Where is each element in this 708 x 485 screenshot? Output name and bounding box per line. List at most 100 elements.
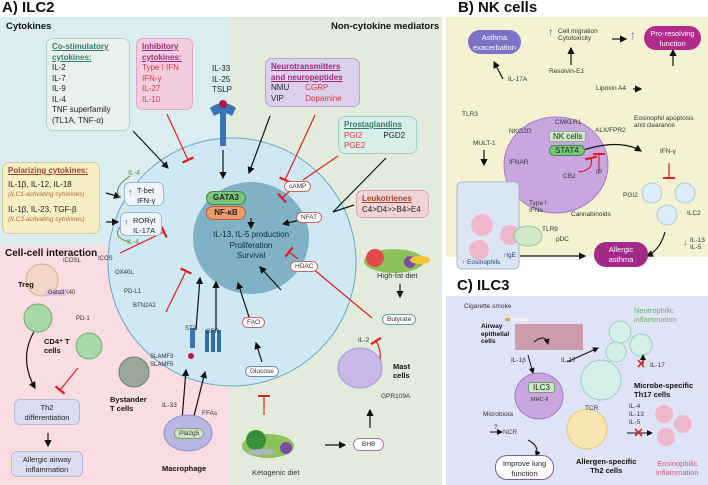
up-arrow-icon: ↑ (124, 217, 129, 227)
ox40l-label: OX40L (115, 270, 134, 276)
neuro-heading: Neurotransmitters (271, 62, 341, 71)
pro-resolving-node: Pro-resolving function (644, 26, 701, 50)
neuro-inhibiting: CGRP (305, 83, 329, 92)
eosinophilic-2: inflammation (656, 468, 699, 477)
pg-activating: PGD2 (383, 130, 406, 140)
mast-cells-label: Mast cells (393, 362, 423, 380)
hdac-node: HDAC (290, 261, 319, 272)
allergic-asthma-1: Allergic (608, 245, 634, 254)
il17a-label: IL-17A (133, 226, 156, 235)
down-arrow-icon: ↓ (683, 237, 688, 247)
leuko-arrow (332, 204, 355, 213)
fao-arrow (236, 281, 251, 321)
nfkb-badge: NF-κB (206, 206, 246, 220)
neuro-arrow (247, 115, 271, 175)
polarizing-heading: Polarizing cytokines: (8, 166, 89, 175)
th2-diff-2: differentiation (24, 413, 70, 422)
th2-cyto-3: IL-5 (629, 419, 641, 426)
microbe-th17-2: Th17 cells (634, 390, 671, 399)
il33-label: IL-33 (162, 402, 177, 409)
macrophage-label: Macrophage (162, 464, 207, 473)
high-fat-food-icon (364, 249, 430, 273)
cigarette-icon (505, 318, 528, 321)
gata3-small-label: Gata3 (45, 290, 68, 296)
eos-apoptosis-label: Eosinophil apoptosis and clearance (634, 115, 694, 129)
cell-migration-label: ↑ Cell migration Cytotoxicity (548, 27, 598, 42)
allergic-asthma-node: Allergic asthma (594, 242, 648, 267)
mast-cell (337, 347, 383, 389)
cd4-t-cell (23, 303, 53, 333)
pla2g5-label: Pla2g5 (174, 428, 205, 439)
microbe-th17-label: Microbe-specific Th17 cells (634, 381, 693, 399)
costim-item: IL-4 (52, 94, 66, 104)
noncytokine-label: Non-cytokine mediators (331, 21, 440, 32)
allergic-airway-box: Allergic airway inflammation (11, 451, 83, 477)
type1-ifns-2: IFNs (529, 207, 543, 214)
pg-inhibiting: PGI2 (344, 130, 363, 140)
il17-label: IL-17 (561, 357, 576, 364)
panel-a-title: A) ILC2 (2, 0, 55, 16)
alx-label: ALX/FPR2 (595, 127, 626, 134)
airway-3: cells (481, 338, 496, 345)
rorgt-box: ↑ RORγt IL-17A (120, 212, 162, 236)
ige-label: ↑IgE (503, 252, 517, 259)
alarmin-item: IL-33 (212, 64, 231, 73)
il4-bottom-label: IL-4 (127, 239, 140, 246)
pgd2-arrow (332, 157, 387, 213)
eosinophilic-1: Eosinophilic (657, 459, 698, 468)
allergic-airway-1: Allergic airway (22, 455, 72, 464)
treg-label: Treg (18, 280, 34, 289)
pdc-cell (513, 225, 543, 247)
cd4-th2-inhibit (54, 367, 79, 395)
butyrate-hdac-line (311, 267, 373, 319)
type1-ifns-1: Type I (529, 200, 547, 207)
polarizing-group2-note: (ILC3-activating cytokines) (8, 216, 85, 223)
ox40-label: OX40 (60, 290, 76, 296)
cd4-t-cell-2 (75, 332, 103, 360)
costim-cytokines-box: Co-stimulatory cytokines: IL-2 IL-7 IL-9… (46, 38, 130, 131)
cigarette-label: Cigarette smoke (464, 303, 512, 310)
ilc2-nk-label: ILC2 (687, 210, 701, 217)
il4-bottom-hook (117, 226, 131, 243)
cd4-label-2: cells (44, 346, 61, 355)
il1b-label: IL-1β (511, 357, 526, 364)
inhib-item: IL-10 (142, 94, 161, 104)
cmklr1-label: CMKLR1 (555, 119, 582, 126)
slamf3-label: SLAMF3 (150, 354, 174, 360)
neutrophilic-label: Neutrophilic inflammation (634, 306, 677, 324)
ffas-label: FFAs (202, 410, 218, 417)
microbiota-label: Microbiota (483, 411, 513, 418)
glucose-fao-arrow (254, 341, 263, 363)
pdc-label: pDC (556, 236, 570, 243)
outcome-survival: Survival (236, 251, 266, 260)
costim-heading: Co-stimulatory (52, 42, 109, 51)
asthma-exac-2: exacerbation (473, 43, 516, 52)
costim-item: IL-9 (52, 84, 66, 93)
improve-lung-node: Improve lung function (495, 455, 554, 480)
nfat-node: NFAT (296, 212, 323, 223)
th2-cytokines-label: IL-4 IL-13 IL-5 (629, 403, 644, 427)
bystander-label-2: T cells (110, 404, 134, 413)
alarmin-item: TSLP (212, 85, 233, 94)
alarmin-receptor (210, 100, 236, 146)
st2-label: ST2 (185, 326, 197, 332)
leukotrienes-box: Leukotrienes C4>D4>>B4>E4 (356, 190, 429, 218)
polarizing-cytokines-box: Polarizing cytokines: IL-1β, IL-12, IL-1… (2, 162, 100, 234)
panel-b-title: B) NK cells (458, 0, 538, 16)
butyrate-node: Butyrate (382, 314, 417, 325)
neuro-activating: VIP (271, 93, 284, 103)
epithelial-cells (515, 324, 583, 350)
allergen-th2-1: Allergen-specific (576, 457, 637, 466)
nk-cells-badge: NK cells (549, 131, 587, 142)
cd4-label-1: CD4⁺ T (44, 337, 70, 346)
allergen-th2-2: Th2 cells (590, 466, 623, 475)
btn-line (165, 267, 192, 313)
cgrp-line (279, 114, 316, 184)
ilc2-cell-nk-1 (641, 182, 663, 204)
tcr-label: TCR (585, 405, 599, 412)
allergic-airway-2: inflammation (25, 465, 69, 474)
airway-2: epithelial (481, 330, 510, 338)
ip-label: IP (596, 169, 603, 176)
mast-cells-text: Mast cells (393, 362, 411, 380)
